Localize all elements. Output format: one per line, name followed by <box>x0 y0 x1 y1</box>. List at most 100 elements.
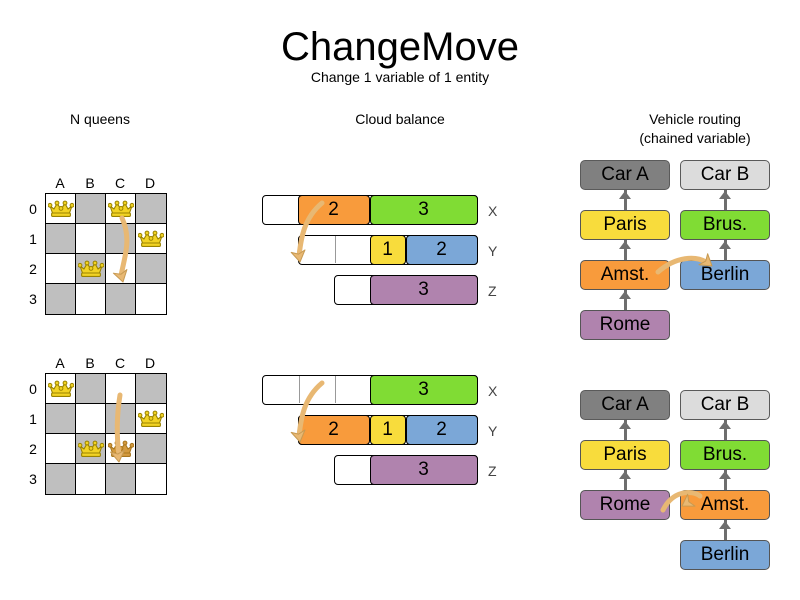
cloud-process-X-0[interactable]: 3 <box>369 374 478 405</box>
board-square-D0[interactable] <box>136 194 166 224</box>
queen-piece-B2[interactable] <box>77 439 105 459</box>
board-col-label-C: C <box>114 175 126 191</box>
routing-stop-paris[interactable]: Paris <box>580 440 670 470</box>
board-row-label-0: 0 <box>29 381 37 397</box>
board-square-C2[interactable] <box>106 254 136 284</box>
routing-stop-rome[interactable]: Rome <box>580 490 670 520</box>
routing-stop-paris[interactable]: Paris <box>580 210 670 240</box>
routing-stop-amst-[interactable]: Amst. <box>580 260 670 290</box>
routing-vehicle-car-b[interactable]: Car B <box>680 390 770 420</box>
routing-stop-berlin[interactable]: Berlin <box>680 260 770 290</box>
board-square-B0[interactable] <box>76 194 106 224</box>
board-square-C1[interactable] <box>106 404 136 434</box>
board-row-label-3: 3 <box>29 291 37 307</box>
routing-edge-arrowhead <box>619 291 631 299</box>
routing-stop-berlin[interactable]: Berlin <box>680 540 770 570</box>
routing-stop-brus-[interactable]: Brus. <box>680 440 770 470</box>
cloud-process-Y-0[interactable]: 2 <box>297 414 370 445</box>
page-title: ChangeMove <box>281 25 519 69</box>
board-square-D2[interactable] <box>136 434 166 464</box>
routing-edge <box>623 240 627 260</box>
routing-stop-amst-[interactable]: Amst. <box>680 490 770 520</box>
board-row-label-3: 3 <box>29 471 37 487</box>
board-square-C0[interactable] <box>106 374 136 404</box>
board-square-D2[interactable] <box>136 254 166 284</box>
queen-piece-D1[interactable] <box>137 229 165 249</box>
board-square-A1[interactable] <box>46 404 76 434</box>
cloud-process-Y-1[interactable]: 1 <box>369 414 406 445</box>
cloud-computer-row-Z[interactable]: 3 <box>334 454 478 485</box>
board-grid <box>45 373 167 495</box>
board-square-B3[interactable] <box>76 464 106 494</box>
column-header-cloud-balance: Cloud balance <box>355 111 445 127</box>
board-square-B0[interactable] <box>76 374 106 404</box>
routing-vehicle-car-b[interactable]: Car B <box>680 160 770 190</box>
routing-edge <box>723 470 727 490</box>
routing-edge-arrowhead <box>719 521 731 529</box>
cloud-process-X-1[interactable]: 3 <box>369 194 478 225</box>
board-col-label-A: A <box>55 175 65 191</box>
queen-piece-A0[interactable] <box>47 379 75 399</box>
routing-edge <box>623 470 627 490</box>
board-square-C1[interactable] <box>106 224 136 254</box>
board-grid <box>45 193 167 315</box>
queen-piece-A0[interactable] <box>47 199 75 219</box>
routing-edge <box>723 420 727 440</box>
routing-vehicle-car-a[interactable]: Car A <box>580 390 670 420</box>
routing-stop-brus-[interactable]: Brus. <box>680 210 770 240</box>
board-square-B3[interactable] <box>76 284 106 314</box>
cloud-process-Y-1[interactable]: 2 <box>405 234 478 265</box>
routing-edge-arrowhead <box>619 471 631 479</box>
board-row-label-2: 2 <box>29 261 37 277</box>
board-square-A3[interactable] <box>46 464 76 494</box>
queen-piece-C2[interactable] <box>107 439 135 459</box>
board-square-A2[interactable] <box>46 434 76 464</box>
cloud-process-X-0[interactable]: 2 <box>297 194 370 225</box>
routing-edge-arrowhead <box>719 421 731 429</box>
cloud-process-Z-0[interactable]: 3 <box>369 454 478 485</box>
board-square-C3[interactable] <box>106 284 136 314</box>
cloud-capacity-divider <box>299 376 300 403</box>
queen-piece-B2[interactable] <box>77 259 105 279</box>
routing-edge <box>623 190 627 210</box>
column-header-vehicle-routing: Vehicle routing (chained variable) <box>600 110 790 148</box>
routing-edge <box>723 190 727 210</box>
board-square-B1[interactable] <box>76 404 106 434</box>
board-col-label-B: B <box>85 175 95 191</box>
queen-piece-D1[interactable] <box>137 409 165 429</box>
board-col-label-A: A <box>55 355 65 371</box>
board-square-C3[interactable] <box>106 464 136 494</box>
cloud-process-Z-0[interactable]: 3 <box>369 274 478 305</box>
cloud-computer-row-X[interactable]: 3 <box>262 374 478 405</box>
board-square-A2[interactable] <box>46 254 76 284</box>
routing-edge <box>723 240 727 260</box>
board-col-label-D: D <box>144 175 156 191</box>
routing-edge <box>723 520 727 540</box>
board-square-A1[interactable] <box>46 224 76 254</box>
cloud-process-Y-2[interactable]: 2 <box>405 414 478 445</box>
cloud-process-Y-0[interactable]: 1 <box>369 234 406 265</box>
board-col-label-B: B <box>85 355 95 371</box>
routing-edge-arrowhead <box>719 471 731 479</box>
cloud-row-tag-X: X <box>488 383 498 399</box>
queen-piece-C0[interactable] <box>107 199 135 219</box>
cloud-computer-row-Z[interactable]: 3 <box>334 274 478 305</box>
cloud-row-tag-Y: Y <box>488 243 498 259</box>
board-square-D3[interactable] <box>136 464 166 494</box>
routing-vehicle-car-a[interactable]: Car A <box>580 160 670 190</box>
board-square-D0[interactable] <box>136 374 166 404</box>
board-square-D3[interactable] <box>136 284 166 314</box>
board-square-A3[interactable] <box>46 284 76 314</box>
board-square-B1[interactable] <box>76 224 106 254</box>
board-col-label-C: C <box>114 355 126 371</box>
routing-stop-rome[interactable]: Rome <box>580 310 670 340</box>
board-row-label-1: 1 <box>29 231 37 247</box>
